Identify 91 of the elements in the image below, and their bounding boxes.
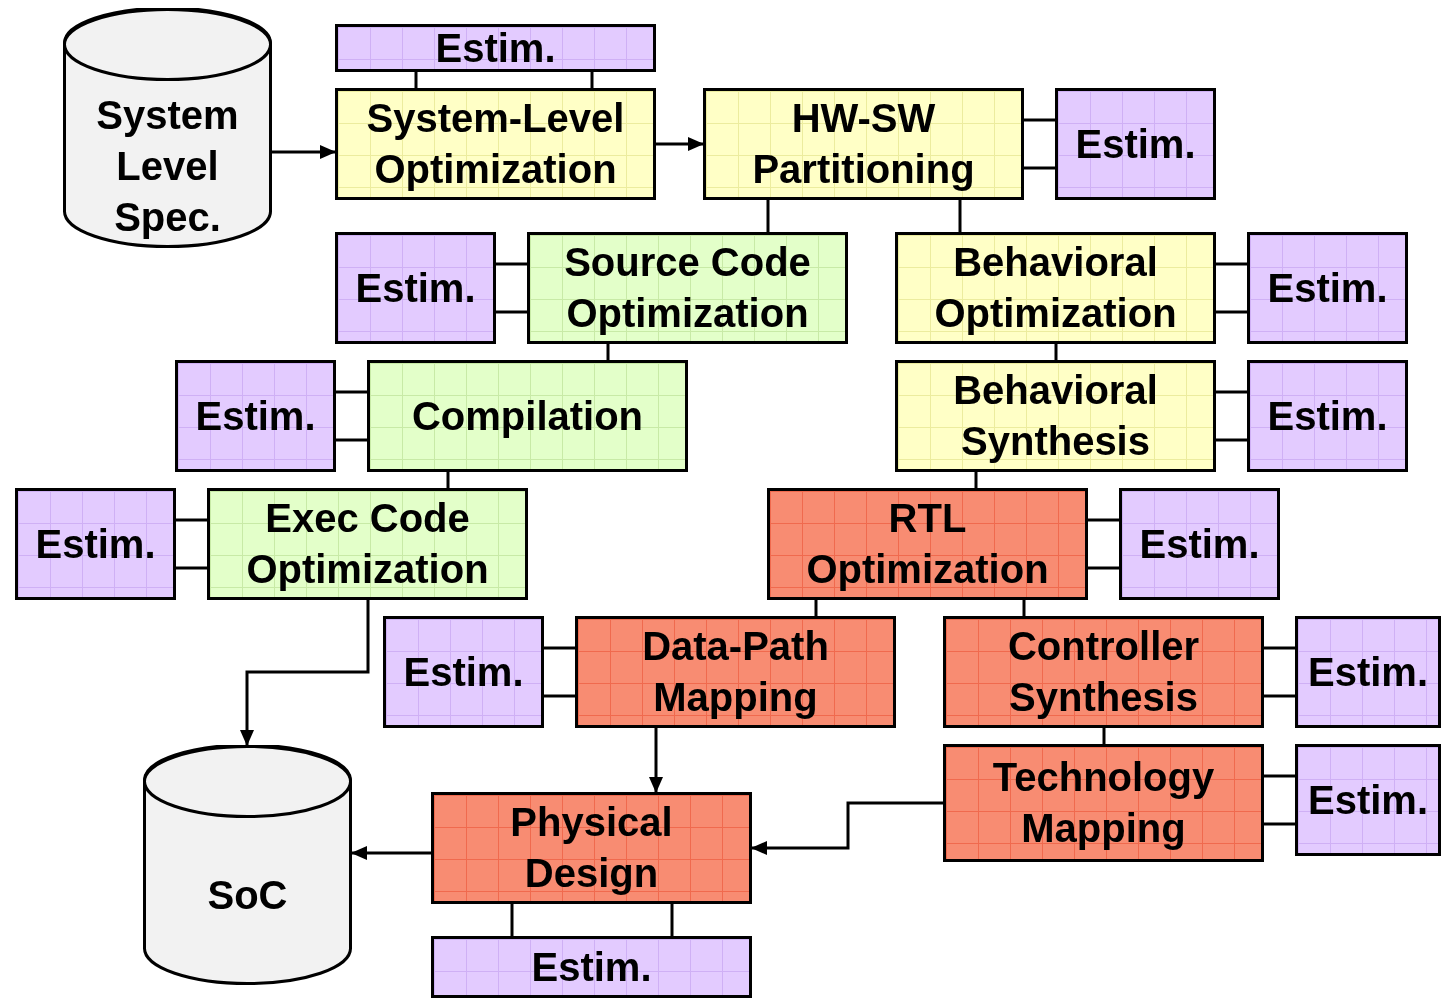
- connector-line: [590, 72, 594, 88]
- node-label: Estim.: [34, 520, 157, 568]
- process-box: [703, 88, 1024, 200]
- connector-line: [1024, 166, 1055, 170]
- node-label: HW-SW Partitioning: [751, 95, 976, 193]
- connector-line: [1264, 822, 1295, 826]
- connector-line: [1024, 118, 1055, 122]
- process-box: [207, 488, 528, 600]
- node-label: Estim.: [1138, 520, 1261, 568]
- process-box: [767, 488, 1088, 600]
- node-label: Estim.: [1074, 120, 1197, 168]
- estimation-box: [335, 232, 496, 344]
- connector-line: [544, 694, 575, 698]
- node-label: System Level Spec.: [95, 92, 240, 241]
- arrow: [240, 600, 370, 746]
- node-label: RTL Optimization: [805, 495, 1050, 593]
- estimation-box: [1295, 744, 1441, 856]
- storage-cylinder: [63, 8, 272, 248]
- connector-line: [176, 566, 207, 570]
- node-label: Technology Mapping: [991, 754, 1216, 852]
- connector-line: [606, 344, 610, 360]
- node-label: Estim.: [402, 648, 525, 696]
- connector-line: [1216, 310, 1247, 314]
- estimation-box: [1247, 360, 1408, 472]
- arrow: [649, 728, 663, 793]
- connector-line: [496, 262, 527, 266]
- connector-line: [1022, 600, 1026, 616]
- connector-line: [1216, 262, 1247, 266]
- process-box: [895, 232, 1216, 344]
- estimation-box: [431, 936, 752, 998]
- estimation-box: [1247, 232, 1408, 344]
- process-box: [527, 232, 848, 344]
- estimation-box: [15, 488, 176, 600]
- storage-cylinder: [143, 745, 352, 985]
- connector-line: [1088, 566, 1119, 570]
- node-label: System-Level Optimization: [365, 95, 626, 193]
- node-label: Estim.: [434, 24, 557, 72]
- node-label: Data-Path Mapping: [641, 623, 830, 721]
- connector-line: [766, 200, 770, 232]
- connector-line: [336, 438, 367, 442]
- node-label: Behavioral Synthesis: [952, 367, 1159, 465]
- node-label: Behavioral Optimization: [933, 239, 1178, 337]
- node-label: Estim.: [530, 943, 653, 991]
- node-label: Estim.: [1306, 776, 1429, 824]
- estimation-box: [383, 616, 544, 728]
- connector-line: [814, 600, 818, 616]
- connector-line: [1054, 344, 1058, 360]
- connector-line: [1088, 518, 1119, 522]
- node-label: Estim.: [1266, 392, 1389, 440]
- connector-line: [670, 904, 674, 936]
- connector-line: [496, 310, 527, 314]
- process-box: [431, 792, 752, 904]
- estimation-box: [1119, 488, 1280, 600]
- node-label: SoC: [206, 871, 289, 919]
- node-label: Source Code Optimization: [563, 239, 812, 337]
- connector-line: [958, 200, 962, 232]
- connector-line: [510, 904, 514, 936]
- process-box: [943, 616, 1264, 728]
- estimation-box: [1055, 88, 1216, 200]
- node-label: Physical Design: [509, 799, 674, 897]
- connector-line: [974, 472, 978, 488]
- node-label: Controller Synthesis: [1006, 623, 1201, 721]
- process-box: [367, 360, 688, 472]
- estimation-box: [335, 24, 656, 72]
- connector-line: [446, 472, 450, 488]
- connector-line: [176, 518, 207, 522]
- connector-line: [1264, 646, 1295, 650]
- node-label: Estim.: [194, 392, 317, 440]
- estimation-box: [175, 360, 336, 472]
- connector-line: [1102, 728, 1106, 744]
- process-box: [575, 616, 896, 728]
- node-label: Estim.: [1266, 264, 1389, 312]
- node-label: Estim.: [354, 264, 477, 312]
- node-label: Compilation: [410, 392, 645, 440]
- connector-line: [336, 390, 367, 394]
- arrow: [351, 846, 431, 860]
- process-box: [943, 744, 1264, 862]
- arrow: [656, 137, 704, 151]
- connector-line: [1216, 390, 1247, 394]
- connector-line: [414, 72, 418, 88]
- connector-line: [1216, 438, 1247, 442]
- estimation-box: [1295, 616, 1441, 728]
- node-label: Exec Code Optimization: [245, 495, 490, 593]
- process-box: [895, 360, 1216, 472]
- process-box: [335, 88, 656, 200]
- connector-line: [1264, 774, 1295, 778]
- arrow: [751, 801, 943, 855]
- node-label: Estim.: [1306, 648, 1429, 696]
- connector-line: [1264, 694, 1295, 698]
- arrow: [272, 145, 336, 159]
- connector-line: [544, 646, 575, 650]
